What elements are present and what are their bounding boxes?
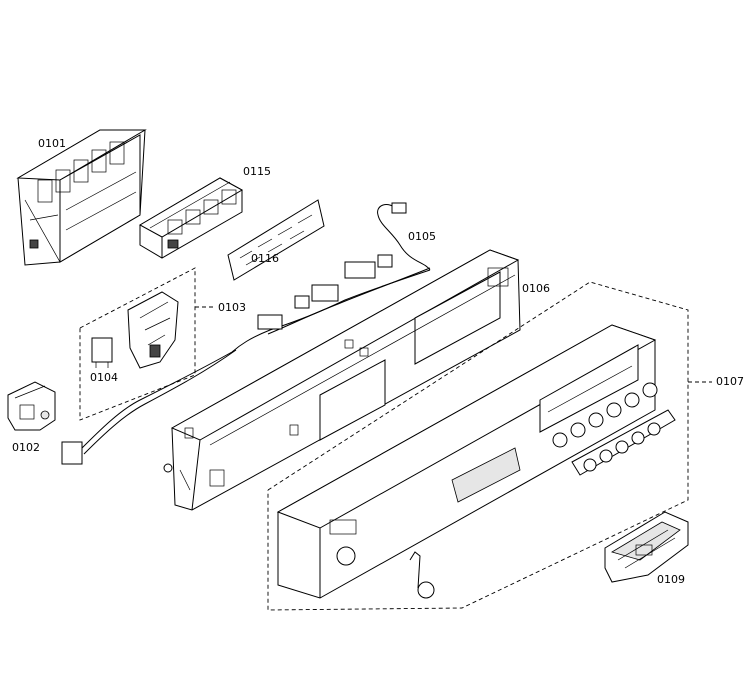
part-0115-connector-block[interactable] [138, 177, 244, 259]
part-0109-handle[interactable] [604, 511, 689, 583]
label-0102: 0102 [12, 441, 40, 454]
label-0103: 0103 [218, 301, 246, 314]
label-0105: 0105 [408, 230, 436, 243]
part-0104-capacitor[interactable] [91, 337, 113, 368]
part-0105-wiring-harness[interactable] [61, 202, 431, 465]
part-0101-control-module[interactable] [16, 129, 147, 266]
part-0103-relay[interactable] [127, 291, 179, 369]
label-0115: 0115 [243, 165, 271, 178]
label-0116: 0116 [251, 252, 279, 265]
label-0109: 0109 [657, 573, 685, 586]
part-0107-button-bar[interactable] [571, 409, 676, 476]
label-0107: 0107 [716, 375, 744, 388]
label-0101: 0101 [38, 137, 66, 150]
label-0106: 0106 [522, 282, 550, 295]
part-0106-panel-frame[interactable] [163, 249, 521, 511]
part-0107-group-outline[interactable] [267, 281, 712, 611]
part-0107-fascia[interactable] [276, 324, 658, 599]
label-0104: 0104 [90, 371, 118, 384]
part-0103-group-outline[interactable] [79, 267, 215, 421]
part-0102-door-switch[interactable] [7, 381, 56, 431]
part-0116-label-strip[interactable] [227, 199, 325, 281]
